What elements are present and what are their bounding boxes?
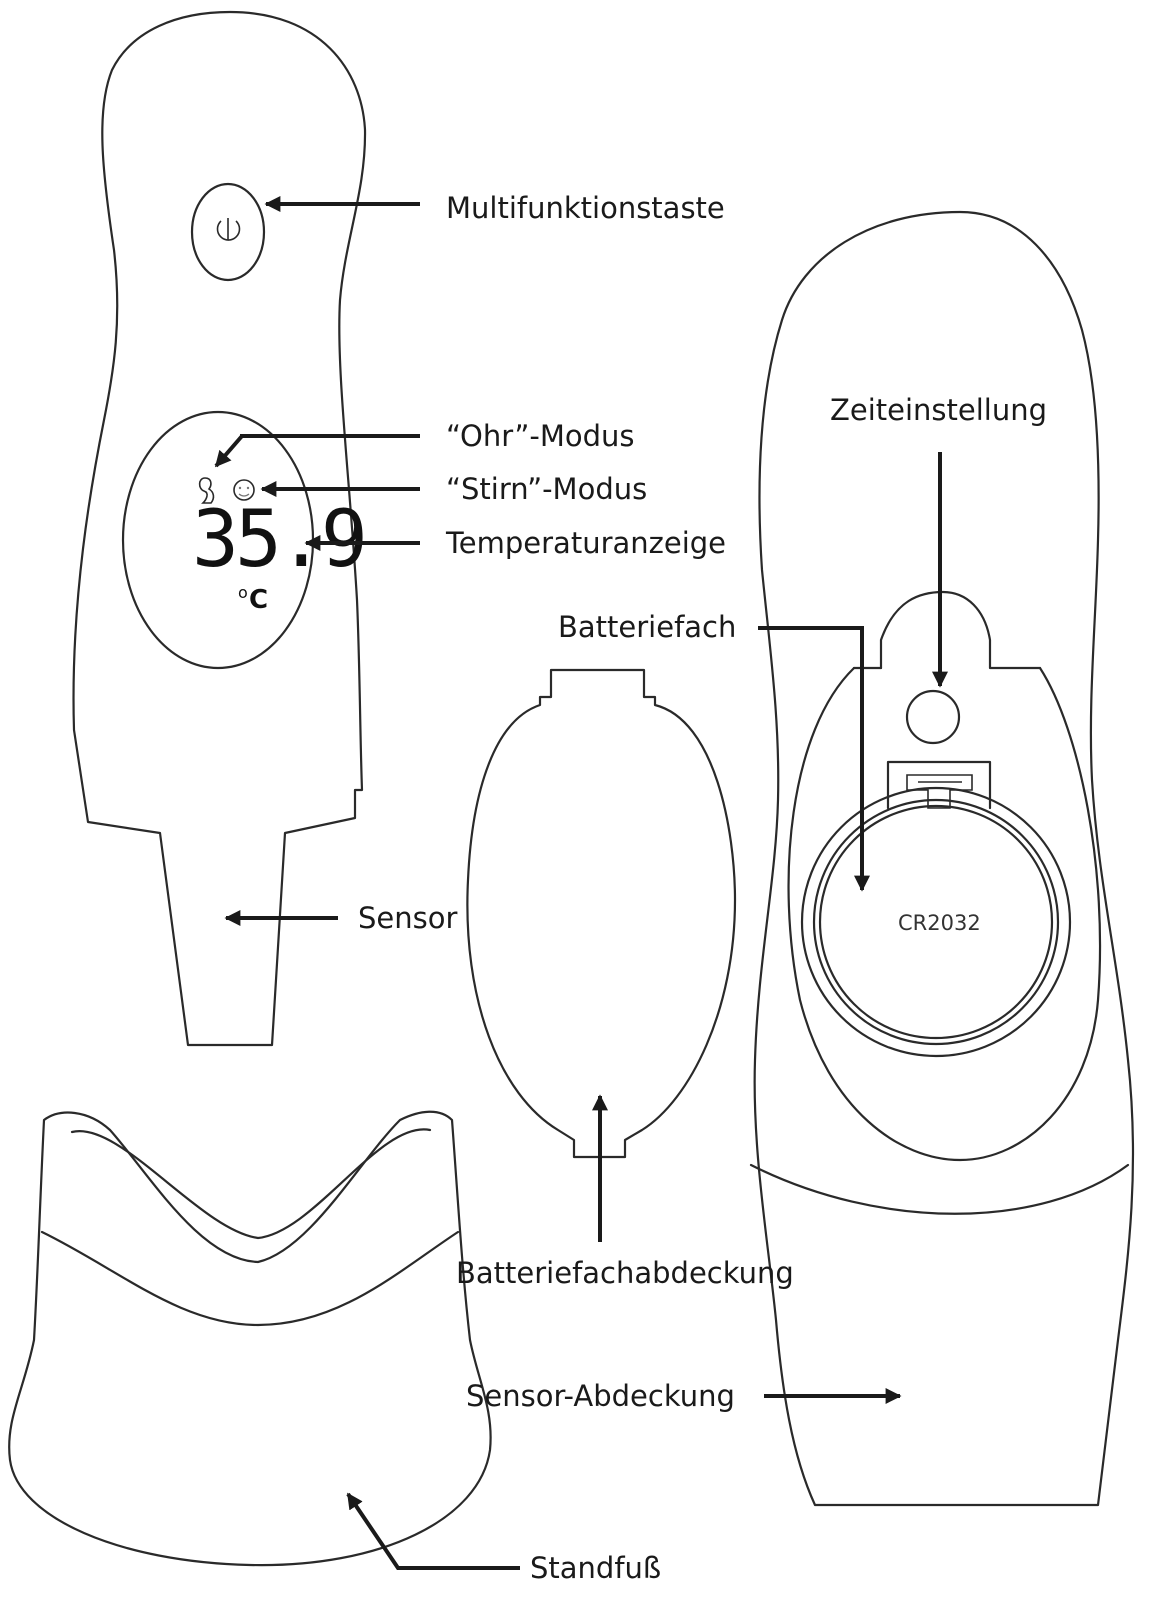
multifunction-button[interactable]	[190, 182, 266, 282]
label-multifunction-button: Multifunktionstaste	[446, 191, 725, 225]
thermometer-back-view: CR2032	[749, 210, 1135, 1507]
temperature-readout: 35.9	[192, 495, 364, 585]
stand-body	[8, 1110, 492, 1567]
thermometer-front-view: 35.9 o C	[72, 10, 368, 1047]
back-top-tab	[879, 590, 1042, 670]
ear-mode-icon	[198, 477, 215, 504]
battery-cell	[818, 804, 1054, 1040]
stand-inner-rim	[70, 1128, 432, 1240]
label-sensor-cover: Sensor-Abdeckung	[466, 1379, 735, 1413]
label-sensor: Sensor	[358, 901, 457, 935]
thermometer-back-body	[753, 210, 1135, 1507]
forehead-mode-icon	[233, 479, 255, 501]
battery-holder	[886, 760, 992, 810]
label-temperature-display: Temperaturanzeige	[445, 526, 726, 560]
celsius-unit: C	[249, 585, 268, 615]
battery-ring-middle	[812, 798, 1060, 1046]
arrow-stand	[346, 1492, 520, 1570]
label-ear-mode: “Ohr”-Modus	[446, 419, 635, 453]
battery-cover	[466, 668, 737, 1159]
arrow-ear-mode-diag	[214, 434, 244, 468]
label-forehead-mode: “Stirn”-Modus	[446, 472, 647, 506]
battery-cover-outline	[466, 668, 737, 1159]
power-icon	[216, 218, 241, 241]
label-time-setting: Zeiteinstellung	[830, 393, 1047, 427]
back-bottom-band	[749, 1163, 1130, 1215]
battery-ring-outer	[800, 786, 1072, 1058]
degree-symbol: o	[238, 583, 248, 602]
battery-type-label: CR2032	[898, 911, 981, 935]
label-battery-cover: Batteriefachabdeckung	[456, 1256, 794, 1290]
time-setting-button[interactable]	[905, 689, 961, 745]
battery-compartment-outline	[787, 666, 1102, 1162]
label-battery-compartment: Batteriefach	[558, 610, 736, 644]
label-stand: Standfuß	[530, 1551, 661, 1585]
stand	[8, 1110, 492, 1567]
arrow-battery-compartment	[758, 626, 870, 892]
stand-band	[40, 1230, 460, 1327]
